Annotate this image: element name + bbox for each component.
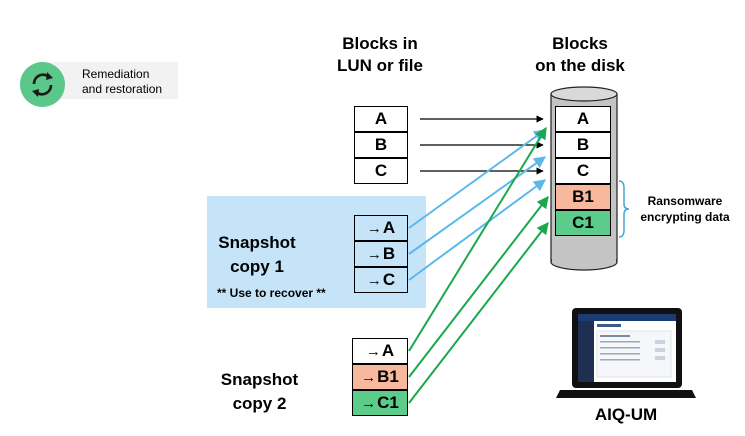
lun-header: Blocks in LUN or file bbox=[320, 33, 440, 77]
arrow-snap1-c bbox=[408, 179, 546, 281]
ransomware-label: Ransomware encrypting data bbox=[630, 193, 740, 225]
lun-block-c: C bbox=[354, 158, 408, 184]
laptop-icon bbox=[556, 308, 696, 398]
lun-header-line1: Blocks in bbox=[342, 34, 418, 53]
disk-block-b: B bbox=[555, 132, 611, 158]
laptop-label: AIQ-UM bbox=[594, 405, 658, 424]
lun-header-line2: LUN or file bbox=[337, 56, 423, 75]
legend-label-line1: Remediation bbox=[82, 67, 150, 81]
snapshot2-block-b1: B1 bbox=[352, 364, 408, 390]
disk-block-b1: B1 bbox=[555, 184, 611, 210]
disk-header: Blocks on the disk bbox=[520, 33, 640, 77]
disk-block-c1: C1 bbox=[555, 210, 611, 236]
snapshot1-title-line1: Snapshot bbox=[218, 233, 296, 252]
snapshot1-note: ** Use to recover ** bbox=[217, 286, 326, 300]
arrow-snap2-b1 bbox=[408, 196, 549, 378]
disk-block-a: A bbox=[555, 106, 611, 132]
disk-block-c: C bbox=[555, 158, 611, 184]
disk-header-line2: on the disk bbox=[535, 56, 625, 75]
lun-block-a: A bbox=[354, 106, 408, 132]
legend-label-line2: and restoration bbox=[82, 82, 163, 96]
arrow-snap1-b bbox=[408, 156, 546, 255]
lun-block-b: B bbox=[354, 132, 408, 158]
arrow-snap1-a bbox=[408, 129, 546, 229]
legend-label: Remediation and restoration bbox=[82, 67, 162, 97]
arrow-snap2-a bbox=[408, 126, 547, 352]
disk-header-line1: Blocks bbox=[552, 34, 608, 53]
legend: Remediation and restoration bbox=[20, 62, 178, 107]
snapshot2-title-line2: copy 2 bbox=[232, 394, 287, 413]
ransomware-label-line1: Ransomware bbox=[647, 194, 723, 208]
snapshot2-title-line1: Snapshot bbox=[220, 370, 299, 389]
snapshot2-block-c1: C1 bbox=[352, 390, 408, 416]
legend-label-box bbox=[48, 62, 178, 99]
snapshot1-title: Snapshot copy 1 bbox=[207, 231, 307, 279]
snapshot2-title: Snapshot copy 2 bbox=[207, 368, 312, 416]
snapshot1-title-line2: copy 1 bbox=[230, 257, 284, 276]
refresh-cycle-icon bbox=[20, 62, 65, 107]
arrow-snap2-c1 bbox=[408, 222, 549, 404]
snapshot1-block-c: C bbox=[354, 267, 408, 293]
snapshot2-block-a: A bbox=[352, 338, 408, 364]
snapshot1-block-b: B bbox=[354, 241, 408, 267]
ransomware-label-line2: encrypting data bbox=[640, 210, 730, 224]
snapshot1-block-a: A bbox=[354, 215, 408, 241]
ransomware-bracket bbox=[618, 180, 630, 238]
